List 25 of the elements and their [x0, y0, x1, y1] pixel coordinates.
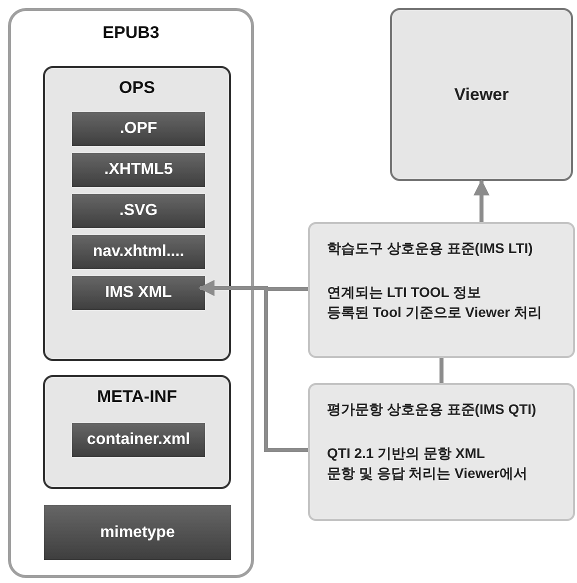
file-box: nav.xhtml....	[72, 235, 205, 269]
standard-box	[308, 222, 575, 358]
container-box	[8, 8, 254, 578]
description: QTI 2.1 기반의 문항 XML	[327, 444, 486, 463]
heading: 평가문항 상호운용 표준(IMS QTI)	[327, 400, 538, 419]
description: 문항 및 응답 처리는 Viewer에서	[327, 464, 528, 483]
standard-box	[308, 383, 575, 521]
heading: META-INF	[96, 387, 178, 407]
heading: EPUB3	[102, 23, 160, 43]
heading: 학습도구 상호운용 표준(IMS LTI)	[327, 239, 534, 258]
file-box: .SVG	[72, 194, 205, 228]
file-box: container.xml	[72, 423, 205, 457]
viewer-box: Viewer	[390, 8, 573, 181]
arrow	[198, 280, 308, 452]
description: 연계되는 LTI TOOL 정보	[327, 283, 482, 302]
file-box: .OPF	[72, 112, 205, 146]
folder-box	[43, 375, 231, 489]
description: 등록된 Tool 기준으로 Viewer 처리	[327, 303, 543, 322]
arrow	[474, 179, 490, 222]
file-box: .XHTML5	[72, 153, 205, 187]
connector-line	[440, 358, 444, 383]
heading: OPS	[118, 78, 156, 98]
file-box: IMS XML	[72, 276, 205, 310]
folder-box	[43, 66, 231, 361]
file-box: mimetype	[44, 505, 231, 560]
